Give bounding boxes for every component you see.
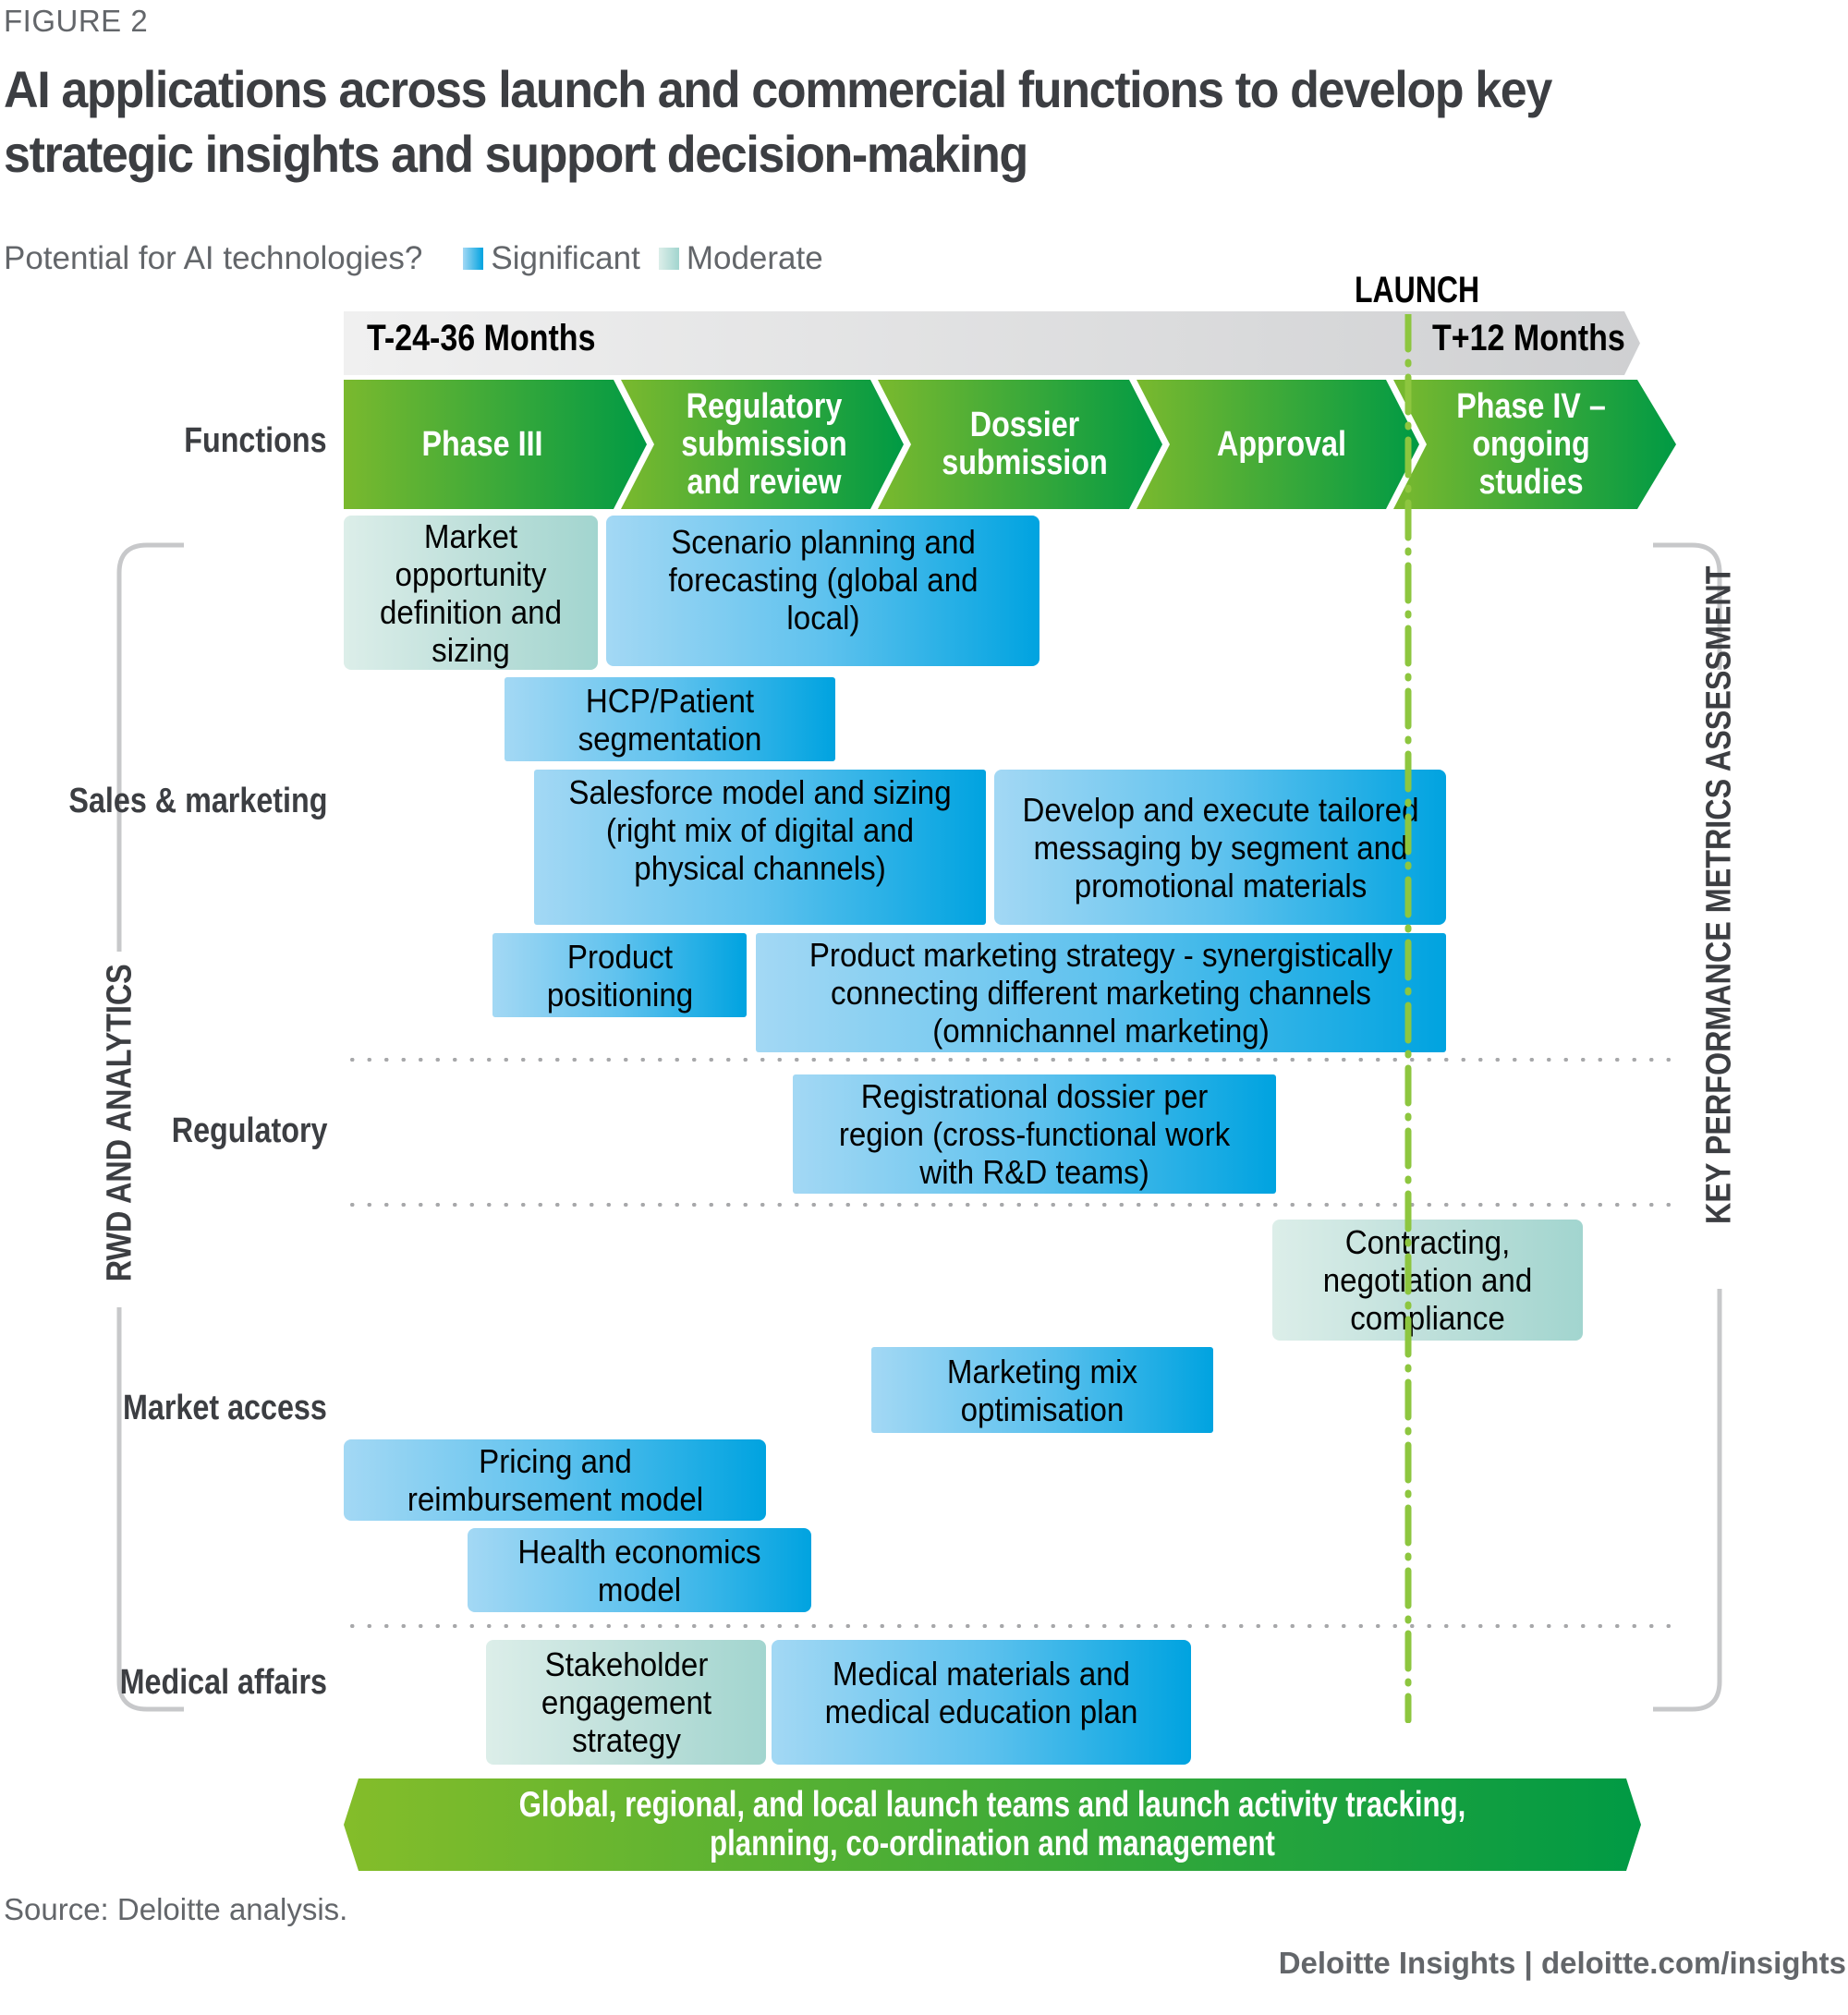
row-label-sales-marketing: Sales & marketing [67, 782, 327, 820]
activity-box: Develop and execute tailored messaging b… [994, 770, 1446, 925]
activity-label: Health economics model [517, 1532, 761, 1608]
activity-box: Scenario planning and forecasting (globa… [606, 516, 1040, 666]
phase-label: Approval [1216, 424, 1346, 464]
phase-label: Regulatory submission and review [681, 386, 847, 502]
row-label-medical-affairs: Medical affairs [119, 1663, 327, 1702]
activity-box: Medical materials and medical education … [772, 1640, 1191, 1765]
activity-box: Pricing and reimbursement model [344, 1439, 766, 1521]
phase-chevron [621, 380, 904, 509]
activity-box: Product positioning [492, 933, 747, 1017]
timeline-pre-launch: T-24-36 Months [367, 318, 596, 358]
activity-box: Health economics model [468, 1528, 811, 1612]
legend: Potential for AI technologies? Significa… [4, 240, 842, 277]
activity-label: Pricing and reimbursement model [407, 1442, 703, 1518]
activity-box: HCP/Patient segmentation [505, 677, 835, 761]
row-label-regulatory: Regulatory [171, 1111, 327, 1150]
row-label-market-access: Market access [123, 1389, 327, 1427]
right-bracket [1653, 1289, 1722, 1712]
bottom-banner [344, 1778, 1641, 1871]
phase-chevron [1393, 380, 1676, 509]
activity-box: Market opportunity definition and sizing [344, 516, 598, 670]
phase-chevron [878, 380, 1162, 509]
left-bracket [116, 1307, 184, 1712]
activity-box: Product marketing strategy - synergistic… [756, 933, 1446, 1052]
phase-label: Phase III [421, 424, 543, 464]
legend-question: Potential for AI technologies? [4, 240, 423, 276]
activity-label: Scenario planning and forecasting (globa… [667, 523, 979, 637]
left-bracket-label: RWD AND ANALYTICS [100, 964, 140, 1282]
activity-label: Contracting, negotiation and compliance [1322, 1223, 1533, 1337]
row-separator [344, 1058, 1672, 1062]
legend-swatch-significant [463, 248, 484, 270]
figure-label: FIGURE 2 [4, 4, 149, 38]
legend-item-significant: Significant [463, 240, 640, 277]
banner-label: Global, regional, and local launch teams… [518, 1785, 1466, 1863]
phase-label: Dossier submission [942, 406, 1108, 482]
row-separator [344, 1203, 1672, 1207]
activity-label: HCP/Patient segmentation [578, 681, 762, 758]
launch-label: LAUNCH [1355, 270, 1480, 310]
bottom-banner-text: Global, regional, and local launch teams… [344, 1778, 1641, 1871]
right-bracket [1653, 542, 1722, 670]
figure-title: AI applications across launch and commer… [4, 60, 1552, 183]
activity-box: Contracting, negotiation and compliance [1272, 1220, 1583, 1341]
legend-label: Significant [491, 240, 640, 276]
activity-label: Salesforce model and sizing (right mix o… [568, 773, 952, 887]
activity-label: Market opportunity definition and sizing [379, 516, 563, 669]
activity-label: Product marketing strategy - synergistic… [808, 936, 1393, 1050]
right-bracket-label: KEY PERFORMANCE METRICS ASSESSMENT [1699, 565, 1739, 1224]
phase-chevron [344, 380, 647, 509]
activity-box: Stakeholder engagement strategy [486, 1640, 766, 1765]
timeline-bar [344, 311, 1640, 375]
activity-label: Registrational dossier per region (cross… [838, 1077, 1231, 1191]
activity-label: Develop and execute tailored messaging b… [1021, 790, 1419, 904]
activity-label: Product positioning [546, 937, 693, 1014]
legend-item-moderate: Moderate [658, 240, 823, 277]
activity-box: Marketing mix optimisation [871, 1347, 1213, 1433]
timeline-post-launch: T+12 Months [1432, 318, 1625, 358]
legend-label: Moderate [686, 240, 823, 276]
activity-label: Marketing mix optimisation [946, 1352, 1138, 1428]
legend-swatch-moderate [658, 248, 679, 270]
phase-label: Phase IV – ongoing studies [1456, 386, 1606, 502]
activity-box: Salesforce model and sizing (right mix o… [534, 770, 986, 925]
activity-label: Medical materials and medical education … [824, 1655, 1138, 1730]
source-note: Source: Deloitte analysis. [4, 1892, 348, 1926]
phase-chevrons: Phase III Regulatory submission and revi… [344, 380, 1676, 509]
left-bracket [116, 542, 184, 952]
activity-label: Stakeholder engagement strategy [541, 1645, 711, 1759]
functions-label: Functions [184, 421, 327, 460]
phase-chevron [1137, 380, 1419, 509]
activity-box: Registrational dossier per region (cross… [793, 1074, 1276, 1194]
row-separator [344, 1624, 1672, 1628]
credit-link[interactable]: Deloitte Insights | deloitte.com/insight… [1278, 1946, 1846, 1980]
launch-line [1404, 314, 1412, 1723]
